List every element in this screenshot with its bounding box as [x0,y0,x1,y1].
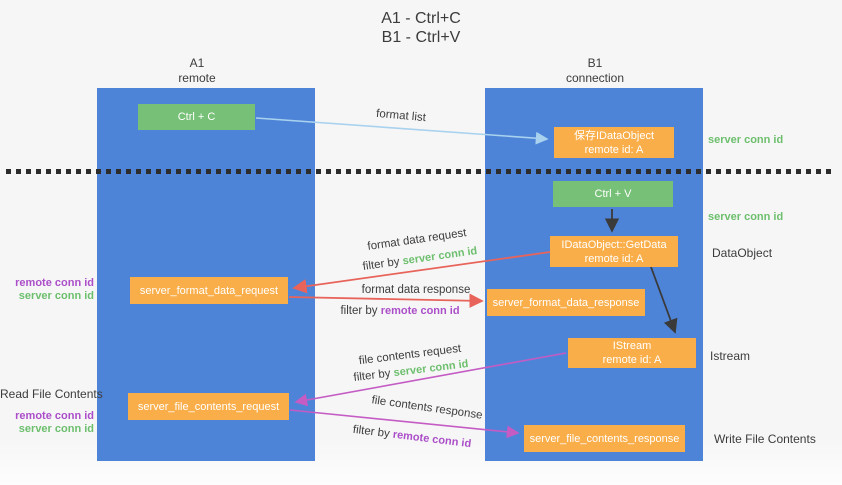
node-save-idataobject-line1: 保存IDataObject [573,129,655,142]
node-ctrl-v: Ctrl + V [553,181,673,207]
node-server-file-contents-response-label: server_file_contents_response [529,432,680,445]
lane-a-header: A1 remote [117,56,277,86]
annotation-remote-conn-id-top: remote conn id [15,277,94,289]
annotation-server-conn-id-top: server conn id [708,134,784,146]
annotation-server-conn-id-mid: server conn id [708,211,784,223]
filter-by-prefix: filter by [340,305,381,317]
title-line-2: B1 - Ctrl+V [381,29,461,46]
lane-a-name: A1 [189,56,205,70]
node-idataobject-getdata: IDataObject::GetData remote id: A [550,236,678,267]
filter-server-conn-id: server conn id [401,245,479,268]
node-istream-line2: remote id: A [602,354,662,366]
edge-label-format-data-response: format data response [361,284,471,296]
node-server-format-data-request-label: server_format_data_request [139,284,279,297]
filter-remote-conn-id: remote conn id [392,428,472,451]
node-server-file-contents-request: server_file_contents_request [128,393,289,420]
filter-by-prefix: filter by [352,367,395,384]
dotted-divider-line [6,169,836,174]
annotation-server-conn-id-left-top: server conn id [18,290,94,302]
annotation-read-file-contents: Read File Contents [0,387,103,401]
node-idataobject-getdata-line1: IDataObject::GetData [561,238,667,251]
lane-b-name: B1 [587,56,603,70]
node-save-idataobject: 保存IDataObject remote id: A [554,127,674,158]
node-ctrl-v-label: Ctrl + V [594,188,632,200]
edge-label-file-contents-response-filter: filter by remote conn id [352,424,472,450]
filter-by-prefix: filter by [361,255,404,273]
diagram-title: A1 - Ctrl+C B1 - Ctrl+V [0,9,842,47]
node-server-file-contents-request-label: server_file_contents_request [137,400,280,413]
arrow-format-data-response [288,293,484,308]
annotation-write-file-contents: Write File Contents [714,432,816,446]
node-ctrl-c-label: Ctrl + C [177,111,216,123]
node-istream: IStream remote id: A [568,338,696,368]
lane-b-subtitle: connection [565,71,625,85]
lane-b-header: B1 connection [515,56,675,86]
annotation-dataobject: DataObject [712,246,773,260]
filter-by-prefix: filter by [352,423,394,441]
node-server-format-data-response: server_format_data_response [487,289,645,316]
node-save-idataobject-line2: remote id: A [584,143,644,156]
edge-label-format-data-response-filter: filter by remote conn id [340,305,459,317]
filter-remote-conn-id: remote conn id [380,305,460,317]
title-line-1: A1 - Ctrl+C [381,10,461,27]
edge-label-format-list: format list [375,107,427,125]
annotation-server-conn-id-left-bottom: server conn id [18,423,94,435]
lane-a-subtitle: remote [178,71,216,85]
node-server-format-data-request: server_format_data_request [130,277,288,304]
node-ctrl-c: Ctrl + C [138,104,255,130]
node-istream-line1: IStream [612,340,652,352]
annotation-istream: Istream [710,349,751,363]
node-server-file-contents-response: server_file_contents_response [524,425,685,452]
annotation-remote-conn-id-bottom: remote conn id [15,410,94,422]
node-idataobject-getdata-line2: remote id: A [584,252,644,265]
node-server-format-data-response-label: server_format_data_response [492,296,640,309]
edge-label-file-contents-response: file contents response [370,394,484,422]
